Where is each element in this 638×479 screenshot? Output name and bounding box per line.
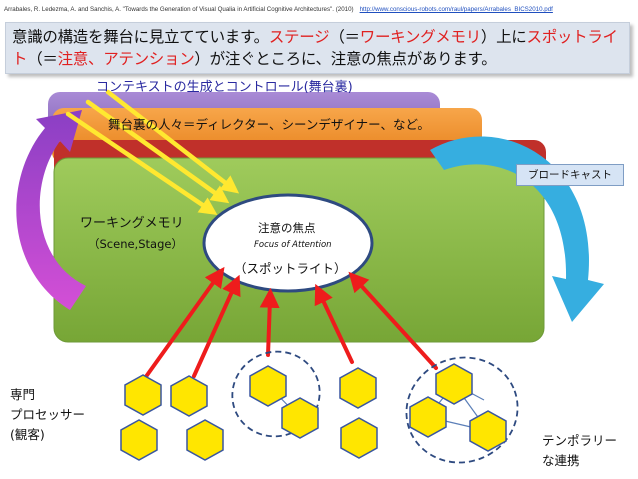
focus-ellipse [202,193,374,293]
heading-part-7: （＝ [27,50,58,68]
citation: Arrabales, R. Ledezma, A. and Sanchis, A… [4,3,634,17]
heading-part-1: 意識の構造を舞台に見立てています。 [12,28,269,46]
citation-url[interactable]: http://www.conscious-robots.com/raul/pap… [359,6,553,13]
backstage-label: 舞台裏の人々＝ディレクター、シーンデザイナー、など。 [108,117,430,132]
scene-stage-label: （Scene,Stage） [88,237,183,251]
processor-arrows [143,266,438,380]
processors-label-2: プロセッサー [10,407,86,422]
heading-attention: 注意、アテンション [57,50,195,68]
processor-hexagon [281,397,319,439]
processor-hexagon [249,365,287,407]
processor-hexagon [186,419,224,461]
focus-subtitle: Focus of Attention [254,240,332,250]
heading-stage: ステージ [268,28,330,46]
coalitions-label-2: な連携 [542,453,580,468]
processor-hexagon [469,410,507,452]
heading-spotlight: スポットライト [12,28,618,68]
context-label: コンテキストの生成とコントロール(舞台裏) [96,80,353,95]
processors-label-1: 専門 [10,387,36,402]
processor-hexagon [124,374,162,416]
working-memory-label: ワーキングメモリ [80,216,184,231]
focus-spotlight: （スポットライト） [234,261,347,276]
heading-part-9: ）が注ぐところに、注意の焦点があります。 [194,50,497,68]
coalition-group-right [405,356,519,464]
context-feedback-arrow [16,110,87,310]
spotlight-beams [65,89,240,216]
processor-hexagon [409,396,447,438]
citation-text: Arrabales, R. Ledezma, A. and Sanchis, A… [4,6,354,13]
heading-box: 意識の構造を舞台に見立てています。ステージ（＝ワーキングメモリ）上にスポットライ… [5,22,630,74]
processor-hexagon [339,367,377,409]
hexagons [120,363,507,461]
heading-part-5: ）上に [480,28,527,46]
broadcast-label: ブロードキャスト [516,164,624,186]
processor-hexagon [170,375,208,417]
processor-hexagon [340,417,378,459]
heading-part-3: （＝ [329,28,360,46]
processor-hexagon [435,363,473,405]
heading-working-memory: ワーキングメモリ [359,28,481,46]
processor-hexagon [120,419,158,461]
coalition-group-middle [231,350,321,438]
focus-title: 注意の焦点 [258,221,316,235]
coalitions-label-1: テンポラリー [542,433,618,448]
processors-label-3: (観客) [10,427,45,442]
